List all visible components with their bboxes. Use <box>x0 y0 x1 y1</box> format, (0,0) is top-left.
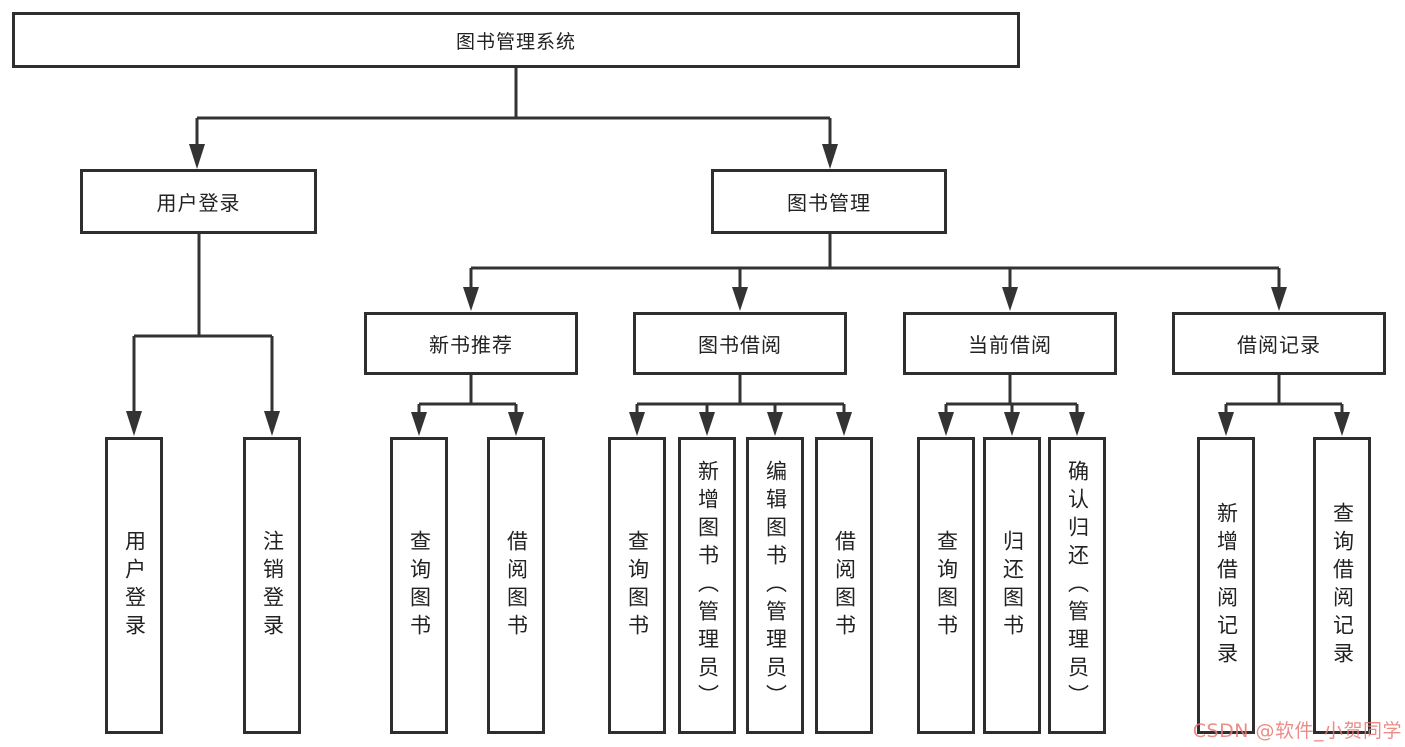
leaf-newbooks-query: 查询图书 <box>390 437 448 734</box>
connector-root <box>197 68 830 120</box>
node-book-mgmt: 图书管理 <box>711 169 947 234</box>
leaf-newbooks-borrow-label: 借阅图书 <box>504 529 529 642</box>
leaf-current-query: 查询图书 <box>917 437 975 734</box>
arrowheads <box>126 144 1350 436</box>
csdn-watermark: CSDN @软件_小贺同学 <box>1192 720 1402 742</box>
leaf-current-confirm-admin: 确认归还（管理员） <box>1048 437 1106 734</box>
connector-book-mgmt <box>471 234 1279 270</box>
leaf-newbooks-borrow: 借阅图书 <box>487 437 545 734</box>
leaf-borrow-book: 借阅图书 <box>815 437 873 734</box>
leaf-records-add-label: 新增借阅记录 <box>1214 501 1239 670</box>
leaf-current-return-label: 归还图书 <box>1000 529 1025 642</box>
node-current-borrow: 当前借阅 <box>903 312 1117 375</box>
leaf-records-query-label: 查询借阅记录 <box>1330 501 1355 670</box>
leaf-borrow-query-label: 查询图书 <box>625 529 650 642</box>
leaf-user-login-label: 用户登录 <box>122 529 147 642</box>
node-root: 图书管理系统 <box>12 12 1020 68</box>
node-book-borrow-label: 图书借阅 <box>698 333 782 357</box>
connector-new-books <box>419 375 516 406</box>
leaf-records-add: 新增借阅记录 <box>1197 437 1255 734</box>
connector-user-login <box>134 234 272 338</box>
node-user-login-label: 用户登录 <box>156 191 241 215</box>
node-current-borrow-label: 当前借阅 <box>968 333 1052 357</box>
leaf-borrow-edit-admin: 编辑图书（管理员） <box>746 437 804 734</box>
node-book-borrow: 图书借阅 <box>633 312 847 375</box>
connector-book-borrow <box>637 375 844 406</box>
leaf-borrow-add-admin-label: 新增图书（管理员） <box>695 459 720 712</box>
node-borrow-records: 借阅记录 <box>1172 312 1386 375</box>
node-root-label: 图书管理系统 <box>455 30 576 53</box>
connector-current-borrow <box>946 375 1077 406</box>
leaf-newbooks-query-label: 查询图书 <box>407 529 432 642</box>
leaf-borrow-query: 查询图书 <box>608 437 666 734</box>
node-user-login: 用户登录 <box>80 169 317 234</box>
node-new-books: 新书推荐 <box>364 312 578 375</box>
leaf-borrow-add-admin: 新增图书（管理员） <box>678 437 736 734</box>
leaf-borrow-edit-admin-label: 编辑图书（管理员） <box>763 459 788 712</box>
leaf-current-query-label: 查询图书 <box>934 529 959 642</box>
leaf-logout-label: 注销登录 <box>260 529 285 642</box>
leaf-current-confirm-admin-label: 确认归还（管理员） <box>1065 459 1090 712</box>
leaf-user-login: 用户登录 <box>105 437 163 734</box>
node-book-mgmt-label: 图书管理 <box>787 191 871 215</box>
connector-borrow-records <box>1226 375 1342 406</box>
node-new-books-label: 新书推荐 <box>429 333 513 357</box>
leaf-borrow-book-label: 借阅图书 <box>832 529 857 642</box>
leaf-records-query: 查询借阅记录 <box>1313 437 1371 734</box>
leaf-logout: 注销登录 <box>243 437 301 734</box>
node-borrow-records-label: 借阅记录 <box>1237 333 1321 357</box>
leaf-current-return: 归还图书 <box>983 437 1041 734</box>
